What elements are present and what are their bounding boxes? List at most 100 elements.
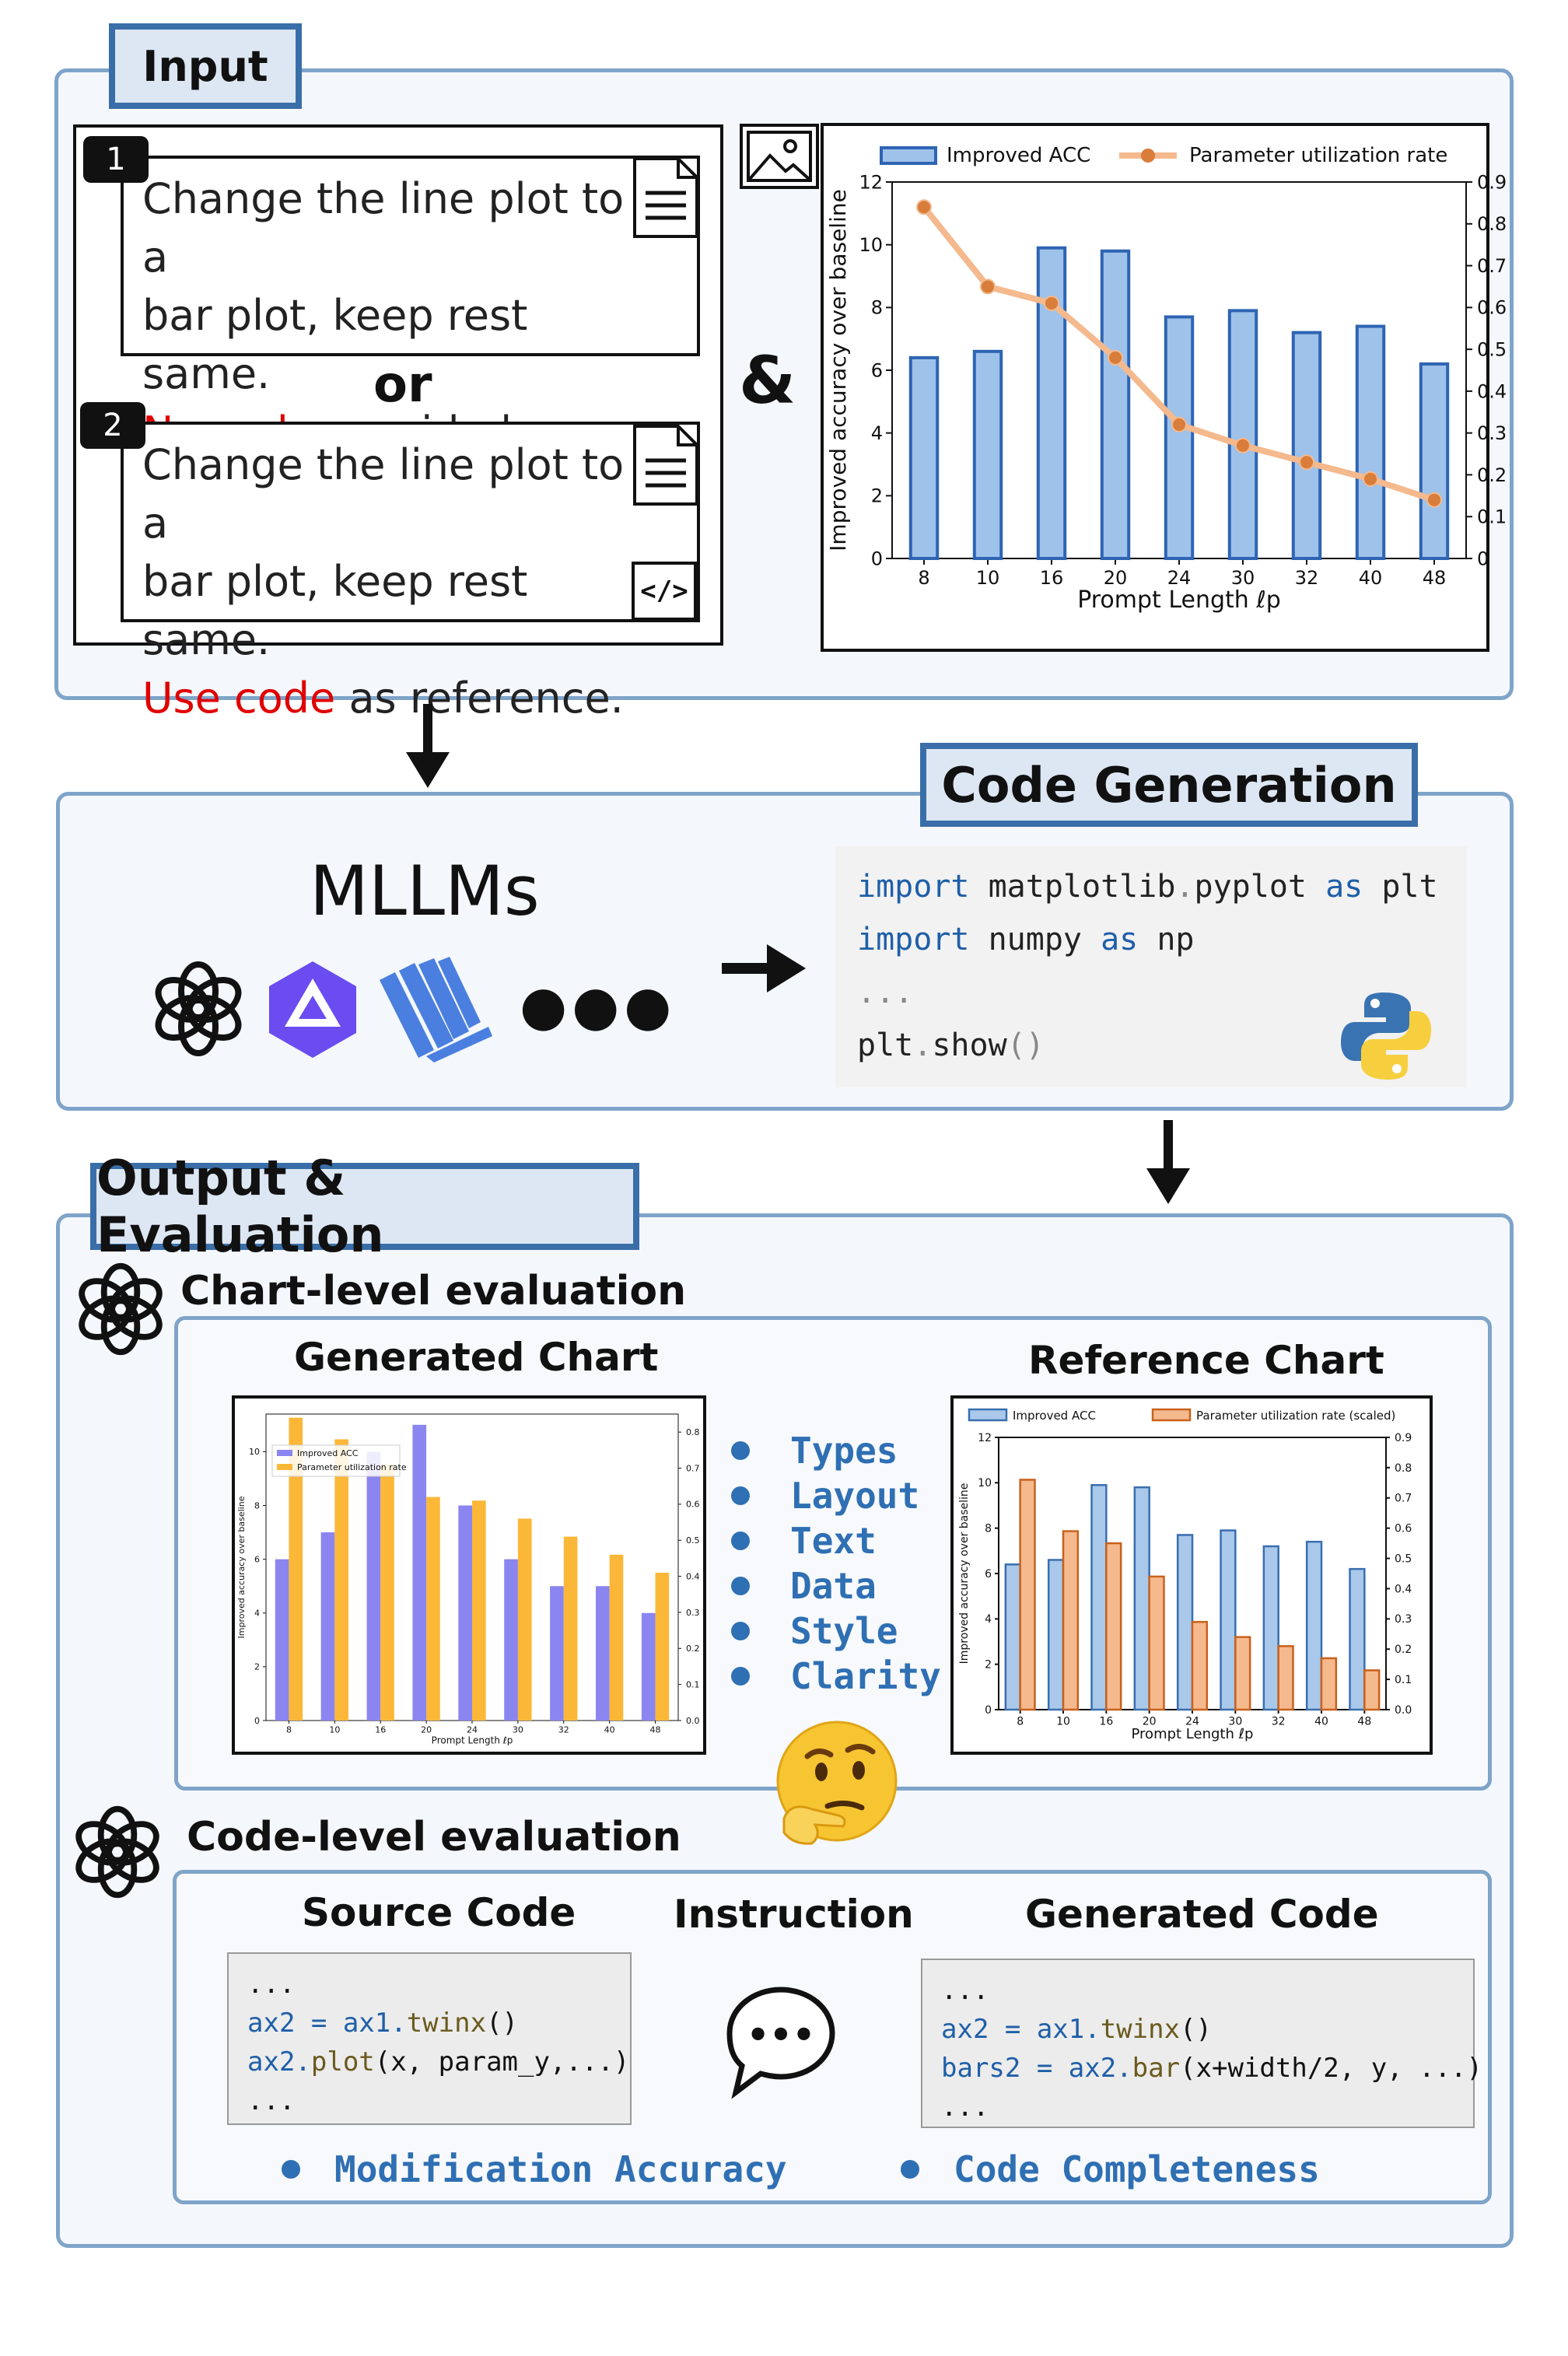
option2-badge: 2 xyxy=(80,402,145,449)
x-tick-label: 24 xyxy=(1185,1716,1199,1728)
y-tick-label: 8 xyxy=(871,297,883,319)
y-tick-label: 0 xyxy=(254,1716,260,1726)
code-level-label: Code-level evaluation xyxy=(187,1814,681,1861)
line-point xyxy=(1235,437,1251,453)
metric-modification-accuracy: Modification Accuracy xyxy=(282,2148,787,2190)
y2-tick-label: 0.2 xyxy=(1477,464,1507,486)
thinking-face-icon xyxy=(776,1721,898,1845)
chat-bubble-dots: ••• xyxy=(747,2014,815,2056)
y-tick-label: 8 xyxy=(985,1523,992,1535)
x-axis-label: Prompt Length ℓp xyxy=(1077,586,1281,614)
or-label: or xyxy=(373,356,432,414)
metric-code-completeness: Code Completeness xyxy=(901,2148,1320,2190)
line-point xyxy=(980,278,996,295)
bar-series1 xyxy=(504,1559,518,1721)
x-tick-label: 40 xyxy=(604,1725,615,1735)
y2-tick-label: 0 xyxy=(1477,548,1489,569)
bullet-dot xyxy=(731,1486,750,1505)
bullet-dot xyxy=(901,2160,919,2179)
code-line-4: plt.show() xyxy=(857,1027,1045,1063)
legend-swatch-1 xyxy=(277,1450,292,1456)
y2-tick-label: 0.9 xyxy=(1395,1432,1412,1444)
bar-series1 xyxy=(458,1505,472,1721)
y-tick-label: 10 xyxy=(249,1447,260,1457)
x-tick-label: 16 xyxy=(1040,567,1064,589)
x-tick-label: 10 xyxy=(329,1725,340,1735)
option2-line1: Change the line plot to a xyxy=(142,440,625,548)
y2-tick-label: 0.7 xyxy=(686,1463,700,1473)
y2-tick-label: 0.0 xyxy=(1395,1704,1412,1717)
y2-tick-label: 0.6 xyxy=(686,1500,700,1510)
y-tick-label: 6 xyxy=(985,1568,992,1581)
y2-tick-label: 0.3 xyxy=(1477,422,1507,444)
x-tick-label: 10 xyxy=(1056,1716,1070,1728)
y-tick-label: 10 xyxy=(859,234,883,256)
x-tick-label: 32 xyxy=(558,1725,569,1735)
option2-line3: Use code as reference. xyxy=(142,669,640,727)
y2-tick-label: 0.4 xyxy=(1395,1583,1412,1595)
y2-tick-label: 0.2 xyxy=(1395,1644,1412,1656)
y2-tick-label: 0.1 xyxy=(686,1679,700,1689)
bar-series2 xyxy=(1148,1575,1165,1711)
criterion-text: Text xyxy=(731,1518,941,1563)
legend-label-2: Parameter utilization rate xyxy=(297,1462,407,1472)
y2-tick-label: 0.9 xyxy=(1477,171,1507,193)
mllms-label: MLLMs xyxy=(310,851,540,931)
bar-series2 xyxy=(609,1554,624,1721)
y2-tick-label: 0.0 xyxy=(686,1716,700,1726)
gen-line-2: ax2 = ax1.twinx() xyxy=(941,2014,1213,2045)
bar xyxy=(1036,246,1067,560)
line-point xyxy=(1108,349,1123,366)
legend-swatch-2 xyxy=(1151,1408,1192,1422)
legend-swatch-1 xyxy=(968,1408,1008,1422)
x-tick-label: 8 xyxy=(918,567,929,589)
y-axis-label: Improved accuracy over baseline xyxy=(236,1496,247,1638)
y-tick-label: 12 xyxy=(978,1432,992,1444)
src-line-3: ax2.plot(x, param_y,...) xyxy=(247,2046,630,2078)
x-tick-label: 48 xyxy=(1357,1716,1371,1728)
src-line-4: ... xyxy=(247,2085,296,2116)
line-point xyxy=(1299,454,1314,471)
bar-series2 xyxy=(1320,1657,1338,1711)
y2-tick-label: 0.1 xyxy=(1477,506,1507,528)
option2-line2: bar plot, keep rest same. xyxy=(142,557,528,664)
option2-text: Change the line plot to a bar plot, keep… xyxy=(142,436,640,727)
source-code-block: ... ax2 = ax1.twinx() ax2.plot(x, param_y,… xyxy=(227,1952,632,2125)
criterion-data: Data xyxy=(731,1563,941,1609)
input-title: Input xyxy=(109,23,302,109)
y2-tick-label: 0.4 xyxy=(686,1571,700,1581)
code-file-icon: </> xyxy=(632,562,697,621)
generated-code-block: ...ax2 = ax1.twinx()bars2 = ax2.bar(x+wi… xyxy=(921,1959,1482,2128)
bar-series2 xyxy=(380,1464,394,1721)
bar-series1 xyxy=(1305,1540,1323,1711)
legend-box xyxy=(271,1444,401,1477)
bullet-dot xyxy=(282,2160,300,2179)
bar xyxy=(908,355,940,560)
option2-line3-rest: as reference. xyxy=(335,674,624,723)
code-file-icon-glyph: </> xyxy=(640,576,688,607)
x-tick-label: 10 xyxy=(976,567,1000,589)
y2-tick-label: 0.3 xyxy=(1395,1613,1412,1626)
legend-label-bar: Improved ACC xyxy=(947,144,1090,167)
reference-chart-label: Reference Chart xyxy=(1028,1338,1384,1383)
option2-highlight: Use code xyxy=(142,674,336,723)
bar xyxy=(1419,362,1450,560)
src-line-2: ax2 = ax1.twinx() xyxy=(247,2008,519,2039)
y-tick-label: 4 xyxy=(985,1613,992,1626)
bar-series2 xyxy=(1105,1542,1122,1711)
x-tick-label: 30 xyxy=(1228,1716,1242,1728)
y-tick-label: 4 xyxy=(871,422,883,444)
line-point xyxy=(1044,295,1059,311)
criterion-clarity: Clarity xyxy=(731,1654,941,1699)
y2-tick-label: 0.5 xyxy=(686,1535,700,1546)
y2-tick-label: 0.5 xyxy=(1395,1553,1412,1565)
x-tick-label: 8 xyxy=(286,1725,292,1735)
bar-series2 xyxy=(1363,1669,1381,1711)
y2-tick-label: 0.8 xyxy=(686,1427,700,1437)
x-tick-label: 16 xyxy=(375,1725,386,1735)
image-icon xyxy=(740,124,819,189)
x-tick-label: 24 xyxy=(1167,567,1192,589)
arrow-down-icon-2 xyxy=(1146,1120,1190,1204)
x-tick-label: 48 xyxy=(650,1725,661,1735)
